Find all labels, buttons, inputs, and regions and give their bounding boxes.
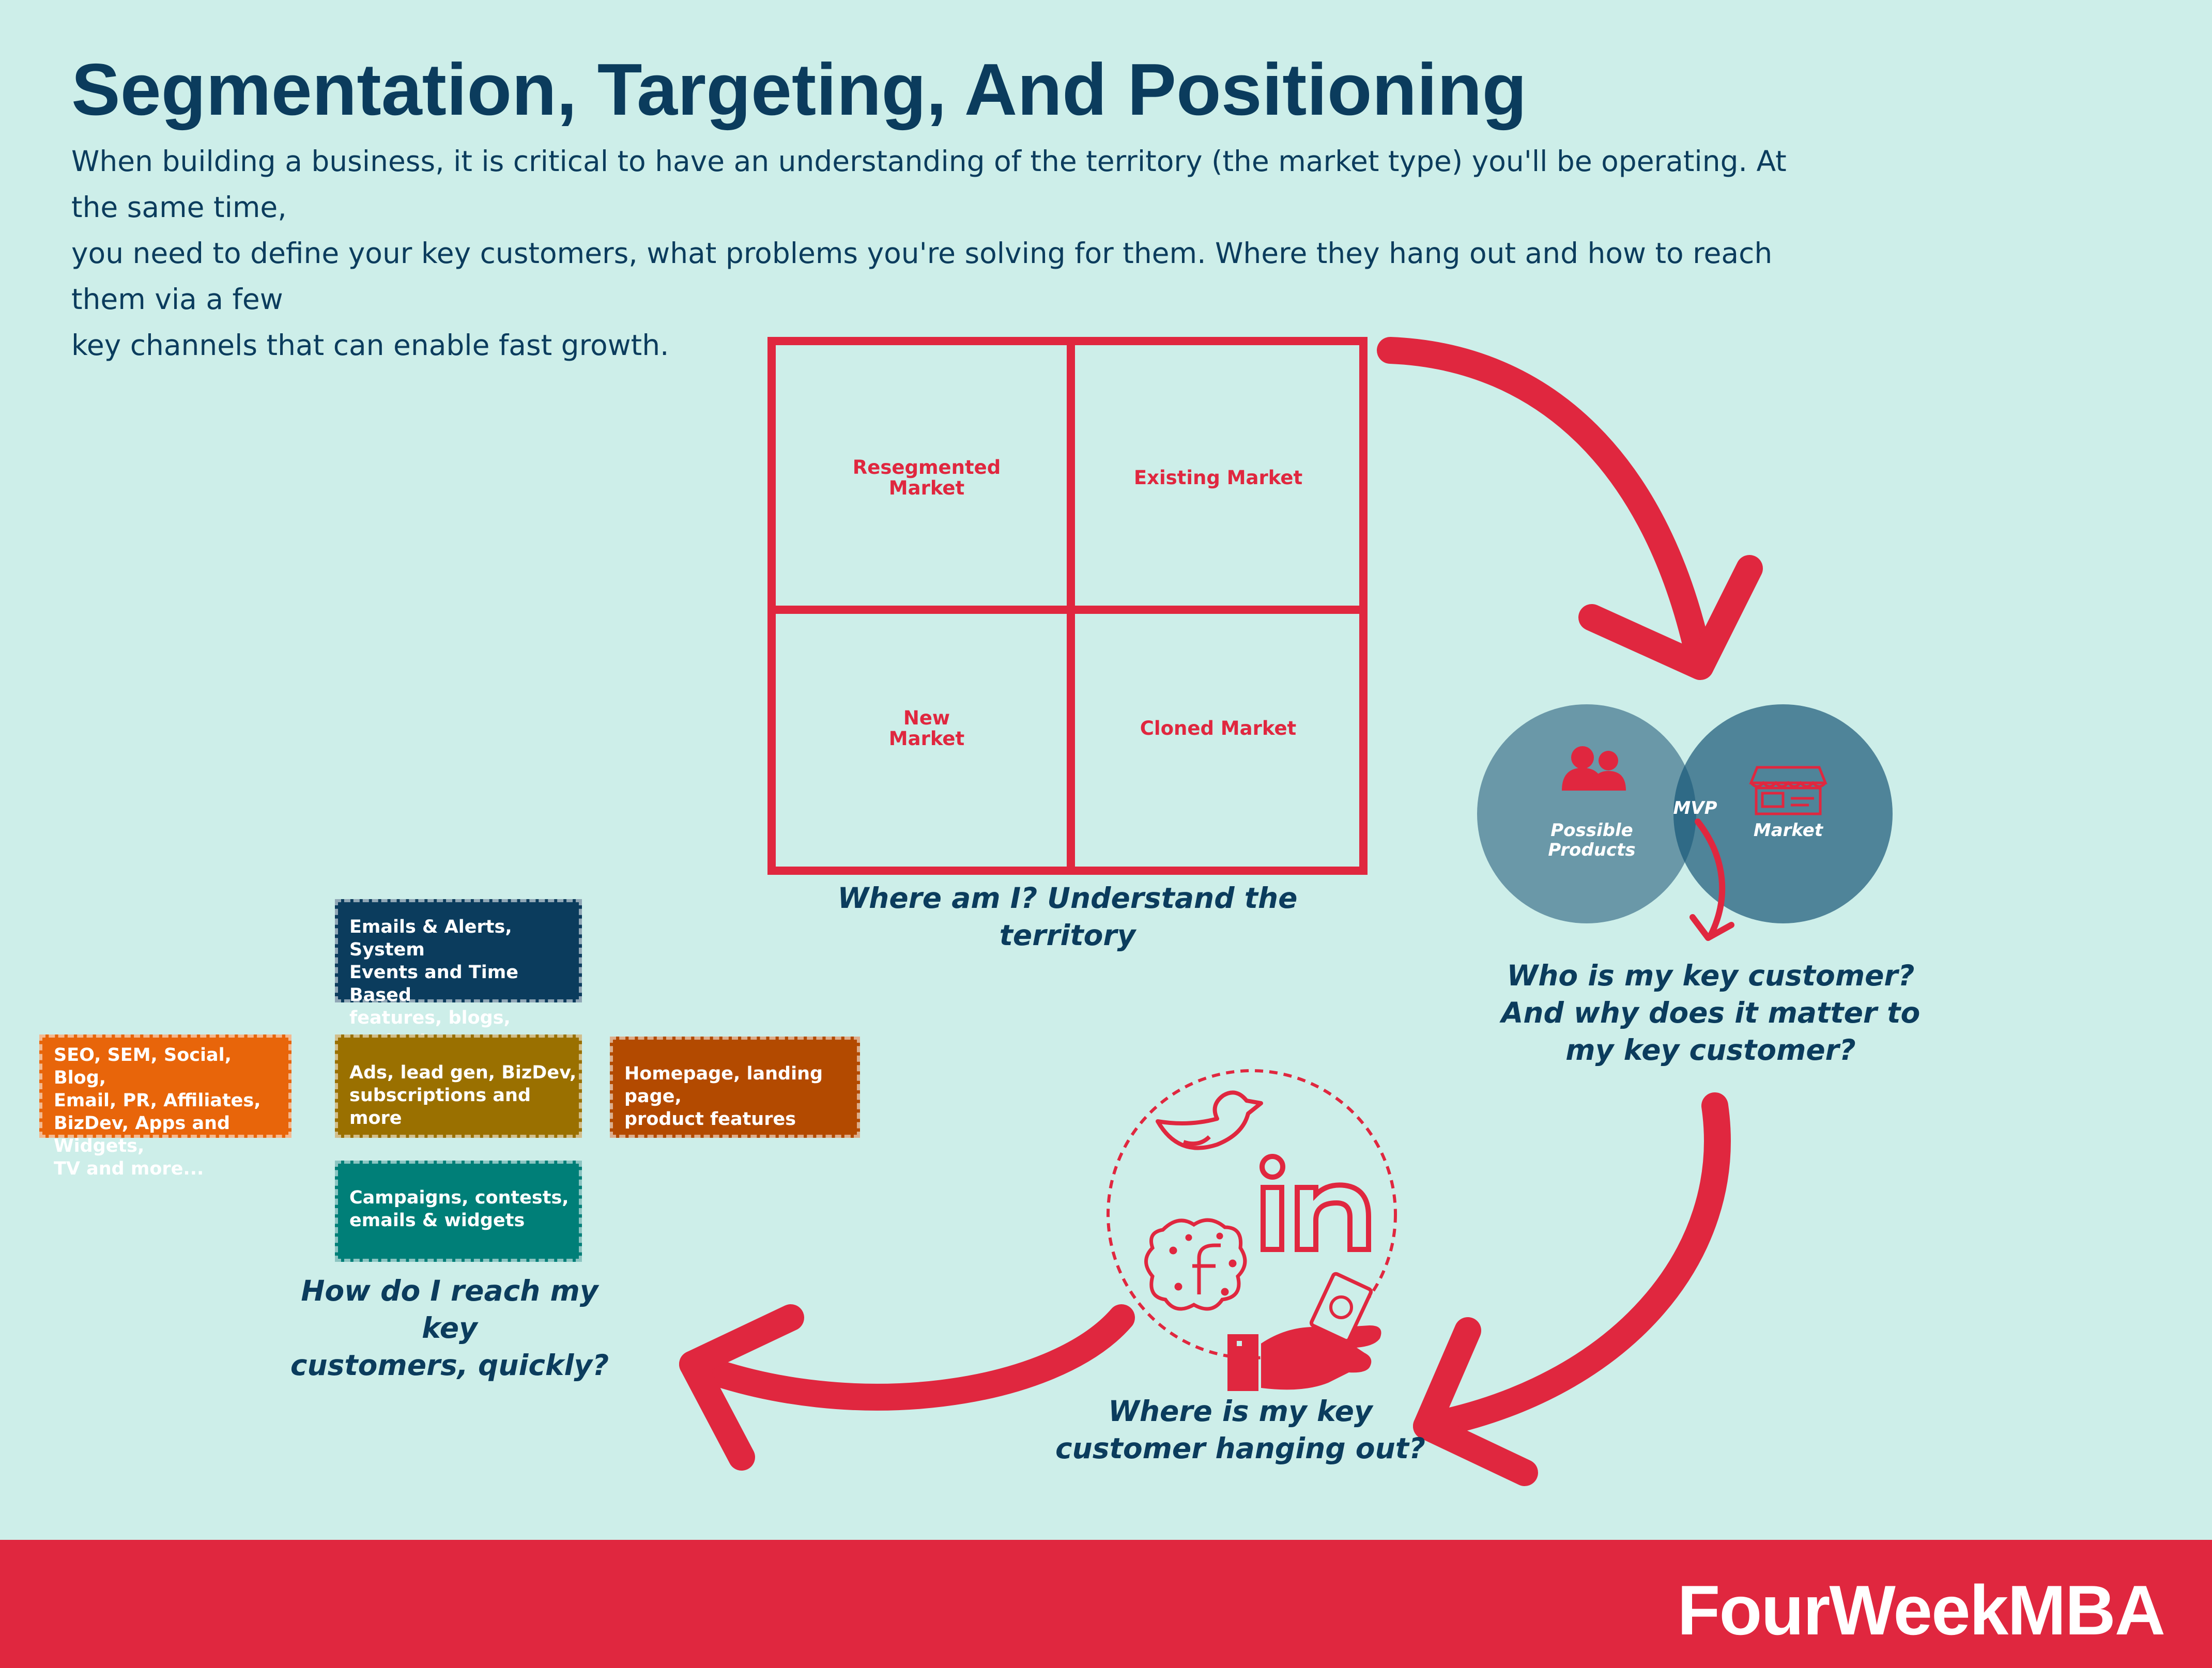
storefront-icon xyxy=(1749,766,1827,815)
hand-with-money-icon xyxy=(1227,1272,1381,1391)
venn-right-label: Market xyxy=(1753,820,1823,841)
venn-caption: Who is my key customer? And why does it … xyxy=(1501,959,1921,1067)
hangout-dashed-circle xyxy=(1107,1069,1397,1360)
venn-overlap-label: MVP xyxy=(1673,798,1717,818)
venn-diagram xyxy=(1477,704,1893,941)
cell-existing-market: Existing Market xyxy=(1133,467,1303,489)
channel-box-homepage: Homepage, landing page, product features xyxy=(610,1037,860,1138)
venn-left-circle xyxy=(1477,704,1696,923)
flow-arrow-2 xyxy=(1413,1092,1731,1486)
intro-paragraph: When building a business, it is critical… xyxy=(71,138,1829,368)
market-matrix xyxy=(767,337,1368,875)
people-icon xyxy=(1562,746,1626,791)
cell-cloned-market: Cloned Market xyxy=(1140,717,1297,739)
intro-line: you need to define your key customers, w… xyxy=(71,237,1773,316)
cell-new-market: New Market xyxy=(888,707,965,750)
cell-resegmented-market: Resegmented Market xyxy=(852,456,1001,499)
channel-box-email-alerts: Emails & Alerts, System Events and Time … xyxy=(335,899,582,1051)
footer-bar xyxy=(0,1540,2212,1668)
hangout-caption: Where is my key customer hanging out? xyxy=(1055,1395,1425,1465)
channel-box-campaigns: Campaigns, contests, emails & widgets xyxy=(335,1161,582,1262)
channel-box-ads-leadgen: Ads, lead gen, BizDev, subscriptions and… xyxy=(335,1034,582,1138)
matrix-caption: Where am I? Understand the territory xyxy=(837,882,1298,952)
flow-arrow-1 xyxy=(1377,337,1763,680)
mvp-arrow xyxy=(1689,818,1734,941)
hangout-cluster xyxy=(1107,1069,1397,1391)
flow-arrow-3 xyxy=(679,1304,1135,1471)
venn-left-label: Possible Products xyxy=(1548,820,1636,860)
intro-line: When building a business, it is critical… xyxy=(71,145,1787,224)
channels-caption: How do I reach my key customers, quickly… xyxy=(290,1274,609,1382)
intro-line: key channels that can enable fast growth… xyxy=(71,329,669,362)
channel-box-seo-social: SEO, SEM, Social, Blog, Email, PR, Affil… xyxy=(39,1034,291,1179)
facebook-icon xyxy=(1144,1218,1247,1311)
linkedin-icon xyxy=(1259,1154,1371,1252)
brand-logo: FourWeekMBA xyxy=(1677,1571,2165,1649)
twitter-bird-icon xyxy=(1156,1090,1263,1150)
page-title: Segmentation, Targeting, And Positioning xyxy=(71,49,1527,131)
